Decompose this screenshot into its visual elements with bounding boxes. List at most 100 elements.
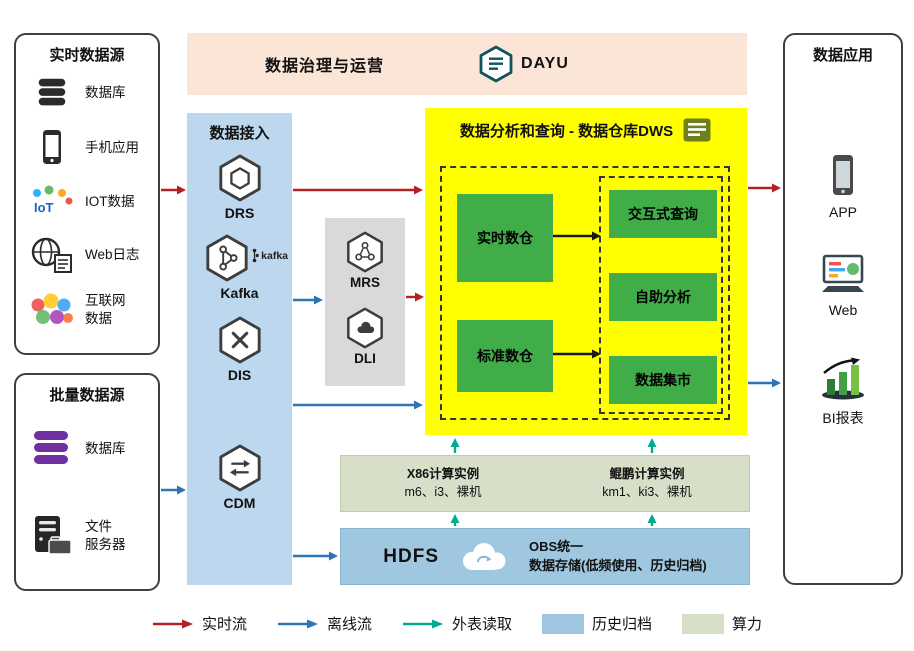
database-icon [28, 74, 76, 112]
list-item: 手机应用 [16, 120, 158, 175]
ingest-item-cdm: CDM [187, 443, 292, 511]
kafka-hexagon-icon [205, 234, 248, 282]
source-label: 互联网 数据 [85, 293, 126, 326]
module-realtime-warehouse: 实时数仓 [457, 194, 553, 282]
source-label: Web日志 [85, 247, 140, 263]
middleware-label: MRS [350, 275, 380, 290]
dws-title-row: 数据分析和查询 - 数据仓库DWS [425, 108, 747, 143]
external-read-arrow-icon [402, 619, 443, 628]
ingest-label: DIS [227, 367, 252, 383]
drs-hexagon-icon [218, 154, 261, 202]
app-label: BI报表 [822, 410, 864, 426]
kafka-logo: kafka [250, 248, 288, 263]
ingest-label: DRS [224, 205, 255, 221]
legend-item-offline-flow: 离线流 [277, 613, 372, 634]
governance-banner: 数据治理与运营 DAYU [187, 33, 747, 95]
obs-line1: OBS统一 [529, 539, 584, 555]
cdm-hexagon-icon [218, 444, 261, 492]
obs-line2: 数据存储 [529, 557, 582, 573]
realtime-arrow-icon [152, 619, 193, 628]
data-ingest-panel: 数据接入 DRS [187, 113, 292, 585]
web-log-icon [28, 235, 76, 275]
compute-instances-panel: X86计算实例 m6、i3、裸机 鲲鹏计算实例 km1、ki3、裸机 [340, 455, 750, 512]
legend-label: 实时流 [201, 616, 247, 633]
source-label: 手机应用 [85, 139, 139, 155]
middleware-label: DLI [354, 351, 376, 366]
app-item-web: Web [785, 253, 901, 318]
list-item: 数据库 [16, 405, 158, 493]
internet-data-icon [28, 292, 76, 328]
file-server-icon [28, 513, 76, 559]
compute-subtitle: m6、i3、裸机 [404, 484, 482, 499]
ingest-label: Kafka [220, 285, 259, 301]
list-item: 文件 服务器 [16, 493, 158, 579]
dayu-icon [479, 45, 513, 83]
kafka-wordmark: kafka [261, 249, 288, 262]
hdfs-label: HDFS [383, 545, 440, 567]
legend-item-history-archive: 历史归档 [542, 613, 652, 634]
dws-title: 数据分析和查询 - 数据仓库DWS [459, 122, 674, 140]
module-standard-warehouse: 标准数仓 [457, 320, 553, 392]
data-ingest-title: 数据接入 [209, 125, 270, 142]
app-label: APP [828, 204, 857, 220]
compute-group-x86: X86计算实例 m6、i3、裸机 [341, 456, 545, 511]
obs-text: OBS统一 数据存储(低频使用、历史归档) [529, 538, 707, 574]
app-icon [833, 155, 853, 195]
compute-title: X86计算实例 [406, 467, 480, 481]
obs-cloud-icon [463, 542, 506, 570]
list-item: Web日志 [16, 228, 158, 282]
compute-group-kunpeng: 鲲鹏计算实例 km1、ki3、裸机 [545, 456, 749, 511]
module-interactive-query: 交互式查询 [609, 190, 717, 238]
dws-inner-group: 实时数仓 标准数仓 交互式查询 自助分析 数据集市 [440, 166, 730, 420]
governance-title: 数据治理与运营 [265, 58, 385, 75]
legend-item-realtime-flow: 实时流 [152, 613, 247, 634]
dli-hexagon-icon [347, 307, 383, 349]
list-item: 互联网 数据 [16, 282, 158, 338]
module-self-service-analysis: 自助分析 [609, 273, 717, 321]
middleware-item-mrs: MRS [325, 230, 405, 290]
offline-arrow-icon [277, 619, 318, 628]
dis-hexagon-icon [218, 316, 261, 364]
dws-report-icon [683, 118, 711, 142]
list-item: 数据库 [16, 65, 158, 120]
obs-note: (低频使用、历史归档) [581, 557, 707, 573]
mobile-app-icon [28, 128, 76, 168]
list-item: IoT IOT数据 [16, 175, 158, 228]
iot-icon: IoT [28, 185, 76, 219]
ingest-label: CDM [223, 495, 256, 511]
source-label: 数据库 [85, 441, 126, 457]
data-applications-panel: 数据应用 APP Web [783, 33, 903, 585]
history-archive-swatch [542, 613, 584, 634]
realtime-sources-title: 实时数据源 [49, 47, 125, 64]
app-item-bi: BI报表 [785, 357, 901, 428]
dayu-brand: DAYU [479, 45, 569, 83]
ingest-item-drs: DRS [187, 153, 292, 221]
legend-label: 外表读取 [451, 616, 512, 633]
realtime-sources-panel: 实时数据源 数据库 手机应用 IoT IOT数据 [14, 33, 160, 355]
database-purple-icon [28, 427, 76, 471]
ingest-item-kafka: kafka Kafka [187, 233, 292, 301]
legend-item-external-read: 外表读取 [402, 613, 512, 634]
ingest-item-dis: DIS [187, 315, 292, 383]
compute-subtitle: km1、ki3、裸机 [602, 484, 692, 499]
legend-label: 历史归档 [592, 616, 653, 633]
storage-panel: HDFS OBS统一 数据存储(低频使用、历史归档) [340, 528, 750, 585]
legend-item-compute-power: 算力 [682, 613, 762, 634]
legend: 实时流 离线流 外表读取 历史归档 算力 [0, 613, 914, 634]
source-label: IOT数据 [85, 193, 135, 209]
batch-sources-panel: 批量数据源 数据库 文件 服务器 [14, 373, 160, 591]
web-monitor-icon [822, 254, 864, 292]
compute-power-swatch [682, 613, 725, 634]
mrs-hexagon-icon [347, 231, 383, 273]
dws-panel: 数据分析和查询 - 数据仓库DWS 实时数仓 标准数仓 交互式查询 自助分析 数… [425, 108, 747, 435]
dws-right-group: 交互式查询 自助分析 数据集市 [599, 176, 723, 414]
source-label: 文件 服务器 [85, 519, 126, 552]
middleware-item-dli: DLI [325, 306, 405, 366]
kafka-symbol-icon [252, 248, 259, 263]
middleware-panel: MRS DLI [325, 218, 405, 386]
module-data-mart: 数据集市 [609, 356, 717, 404]
data-applications-title: 数据应用 [812, 47, 873, 64]
legend-label: 算力 [732, 616, 763, 633]
batch-sources-title: 批量数据源 [49, 387, 125, 404]
